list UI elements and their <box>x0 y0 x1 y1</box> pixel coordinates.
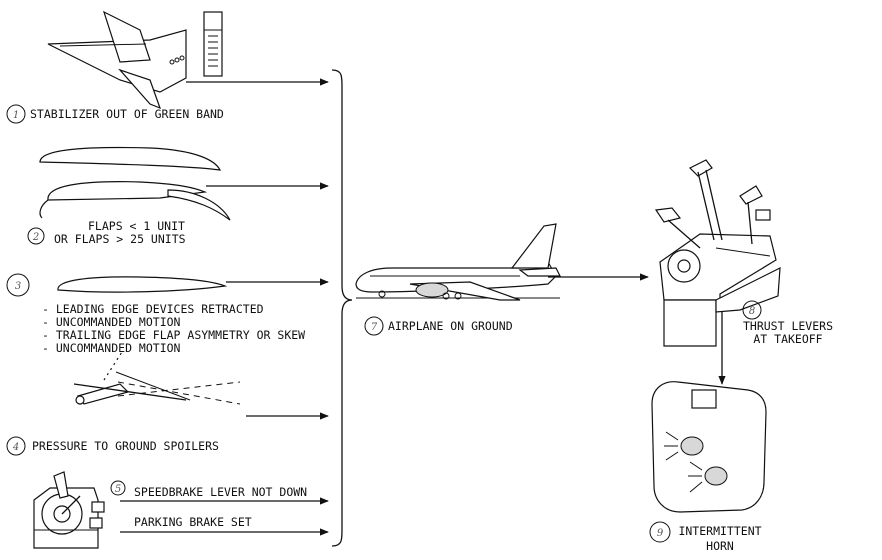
label-stabilizer: STABILIZER OUT OF GREEN BAND <box>30 107 224 121</box>
marker-2: 2 <box>32 232 39 243</box>
label-speedbrake: SPEEDBRAKE LEVER NOT DOWN <box>134 485 307 499</box>
marker-circle-1 <box>6 104 26 124</box>
speedbrake-lever-illustration <box>33 471 105 549</box>
curly-brace <box>331 69 353 547</box>
marker-circle-7 <box>364 316 384 336</box>
label-le-2: - UNCOMMANDED MOTION <box>42 315 181 329</box>
marker-circle-2 <box>27 227 45 245</box>
marker-circle-8 <box>742 300 762 320</box>
marker-circle-9 <box>649 521 671 543</box>
label-parking: PARKING BRAKE SET <box>134 515 252 529</box>
marker-8: 8 <box>749 306 755 317</box>
airfoil-illustration-flaps <box>39 146 231 221</box>
tail-section-illustration <box>47 10 187 110</box>
label-horn-2: HORN <box>706 539 734 553</box>
label-le-4: - UNCOMMANDED MOTION <box>42 341 181 355</box>
marker-5: 5 <box>115 484 121 495</box>
marker-circle-4 <box>6 436 26 456</box>
label-le-1: - LEADING EDGE DEVICES RETRACTED <box>42 302 264 316</box>
label-horn-1: INTERMITTENT <box>678 524 761 538</box>
warning-horn-illustration <box>651 381 767 513</box>
marker-circle-5 <box>110 480 126 496</box>
label-flaps-1: FLAPS < 1 UNIT <box>88 219 185 233</box>
airplane-illustration <box>355 223 561 301</box>
marker-4: 4 <box>12 442 19 453</box>
spoiler-actuator-illustration <box>73 351 241 405</box>
label-le-3: - TRAILING EDGE FLAP ASYMMETRY OR SKEW <box>42 328 305 342</box>
label-thrust-2: AT TAKEOFF <box>753 332 822 346</box>
marker-1: 1 <box>13 110 19 121</box>
marker-9: 9 <box>657 528 664 539</box>
marker-7: 7 <box>371 322 378 333</box>
label-airplane: AIRPLANE ON GROUND <box>388 319 513 333</box>
marker-circle-3 <box>6 273 30 297</box>
thrust-lever-illustration <box>654 159 781 347</box>
airfoil-illustration-leading-edge <box>57 276 228 293</box>
label-flaps-2: OR FLAPS > 25 UNITS <box>54 232 186 246</box>
label-thrust-1: THRUST LEVERS <box>743 319 833 333</box>
label-spoilers: PRESSURE TO GROUND SPOILERS <box>32 439 219 453</box>
stab-trim-indicator <box>203 11 223 77</box>
marker-3: 3 <box>15 281 21 292</box>
